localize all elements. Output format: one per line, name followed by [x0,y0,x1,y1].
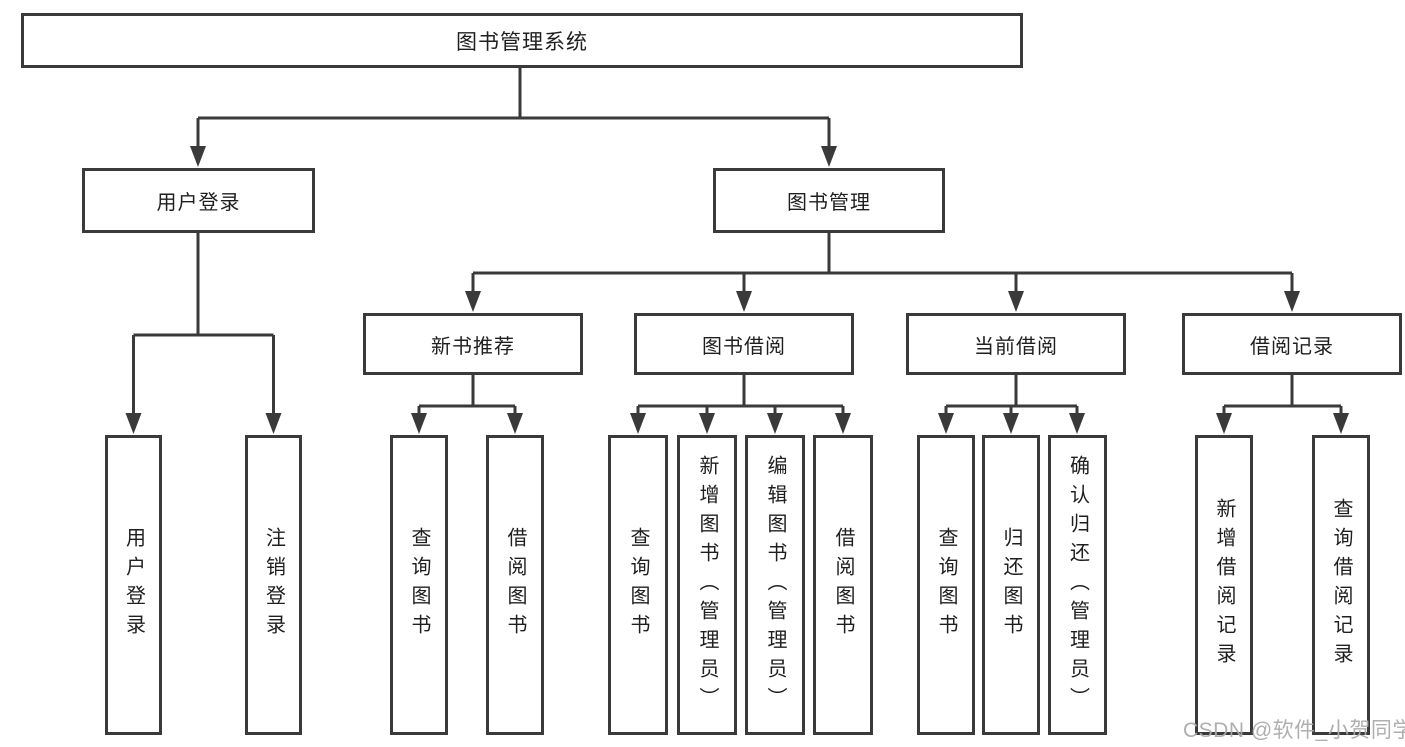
node-borrow-records-label: 借阅记录 [1250,335,1334,358]
node-user-login: 用户登录 [82,168,315,233]
leaf-query-borrow-record-label: 查询借阅记录 [1330,498,1352,672]
leaf-borrow-query-books-label: 查询图书 [627,527,649,643]
leaf-add-borrow-record-label: 新增借阅记录 [1213,498,1235,672]
node-borrow-records: 借阅记录 [1182,313,1402,375]
leaf-borrow-book-label: 借阅图书 [832,527,854,643]
leaf-recommend-query-books: 查询图书 [390,435,448,735]
node-book-borrow-label: 图书借阅 [702,335,786,358]
leaf-recommend-borrow-books-label: 借阅图书 [504,527,526,643]
leaf-return-book: 归还图书 [982,435,1040,735]
node-new-book-recommend: 新书推荐 [363,313,583,375]
csdn-watermark: CSDN @软件_小贺同学 [1183,719,1405,742]
leaf-borrow-query-books: 查询图书 [608,435,668,735]
leaf-current-query-books-label: 查询图书 [935,527,957,643]
leaf-logout-label: 注销登录 [262,527,285,643]
node-root-label: 图书管理系统 [456,30,588,54]
leaf-return-book-label: 归还图书 [1000,527,1022,643]
leaf-user-login-label: 用户登录 [122,527,145,643]
node-new-book-recommend-label: 新书推荐 [431,335,515,358]
leaf-user-login: 用户登录 [105,435,162,735]
leaf-recommend-query-books-label: 查询图书 [408,527,430,643]
node-book-borrow: 图书借阅 [634,313,854,375]
leaf-add-borrow-record: 新增借阅记录 [1195,435,1253,735]
leaf-query-borrow-record: 查询借阅记录 [1312,435,1370,735]
node-current-borrow-label: 当前借阅 [974,335,1058,358]
arrowheads [125,146,1349,434]
leaf-confirm-return-admin-label: 确认归还（管理员） [1066,454,1089,716]
leaf-borrow-book: 借阅图书 [813,435,873,735]
leaf-edit-book-admin-label: 编辑图书（管理员） [764,454,786,716]
node-root: 图书管理系统 [21,13,1023,68]
node-user-login-label: 用户登录 [156,192,241,214]
node-book-management: 图书管理 [713,168,945,233]
leaf-edit-book-admin: 编辑图书（管理员） [745,435,805,735]
leaf-add-book-admin: 新增图书（管理员） [677,435,737,735]
node-current-borrow: 当前借阅 [906,313,1126,375]
node-book-management-label: 图书管理 [787,192,871,214]
leaf-confirm-return-admin: 确认归还（管理员） [1048,435,1107,735]
leaf-logout: 注销登录 [245,435,302,735]
leaf-recommend-borrow-books: 借阅图书 [486,435,544,735]
leaf-add-book-admin-label: 新增图书（管理员） [696,454,718,716]
leaf-current-query-books: 查询图书 [917,435,975,735]
